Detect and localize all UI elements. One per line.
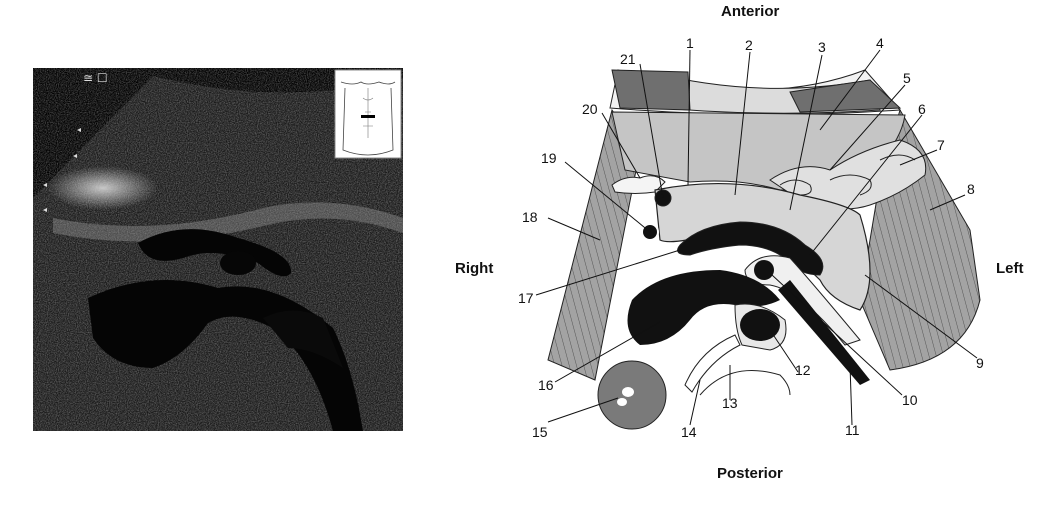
label-5: 5	[903, 70, 911, 86]
scale-marks	[43, 128, 81, 212]
splenic-vein	[677, 221, 824, 276]
label-13: 13	[722, 395, 738, 411]
ultrasound-dark-oval	[220, 251, 256, 275]
label-6: 6	[918, 101, 926, 117]
direction-left: Left	[996, 260, 1024, 277]
rectus-muscle-right	[611, 69, 691, 111]
label-2: 2	[745, 37, 753, 53]
label-10: 10	[902, 392, 918, 408]
ultrasound-dark-wedge	[263, 310, 343, 368]
label-1: 1	[686, 35, 694, 51]
label-18: 18	[522, 209, 538, 225]
superior-mesenteric-artery	[754, 260, 774, 280]
kidney-sinus-1	[622, 387, 634, 397]
ultrasound-overlay-symbols: ≅ ☐	[83, 71, 108, 85]
ultrasound-bright-echo	[48, 166, 158, 210]
kidney-sinus-2	[617, 398, 627, 406]
label-15: 15	[532, 424, 548, 440]
label-20: 20	[582, 101, 598, 117]
bowel-fold-1	[779, 179, 812, 196]
direction-right: Right	[455, 260, 494, 277]
direction-posterior: Posterior	[717, 465, 783, 482]
label-12: 12	[795, 362, 811, 378]
label-11: 11	[845, 422, 860, 438]
vertebral-body-arc	[699, 370, 791, 396]
label-17: 17	[518, 290, 534, 306]
label-16: 16	[538, 377, 554, 393]
label-3: 3	[818, 39, 826, 55]
inferior-vena-cava	[627, 270, 780, 345]
direction-anterior: Anterior	[721, 3, 780, 20]
left-renal-vein	[778, 280, 870, 385]
leader-lines	[535, 49, 978, 426]
ultrasound-image: ≅ ☐	[33, 68, 403, 431]
bowel-fold-3	[879, 154, 916, 161]
label-14: 14	[681, 424, 697, 440]
aorta	[740, 309, 780, 341]
probe-position-marker	[361, 115, 375, 118]
duodenum-gas	[611, 175, 666, 194]
ultrasound-bright-band	[53, 202, 403, 242]
body-inset	[334, 69, 402, 159]
label-9: 9	[976, 355, 984, 371]
label-4: 4	[876, 35, 884, 51]
label-21: 21	[620, 51, 636, 67]
label-7: 7	[937, 137, 945, 153]
label-19: 19	[541, 150, 557, 166]
ultrasound-dark-structure-upper	[138, 229, 292, 277]
anatomy-diagram: 1 2 3 4 5 6 7 8 9 10 11 12 13 14 15 16 1…	[518, 35, 984, 440]
crus	[684, 334, 741, 393]
label-8: 8	[967, 181, 975, 197]
